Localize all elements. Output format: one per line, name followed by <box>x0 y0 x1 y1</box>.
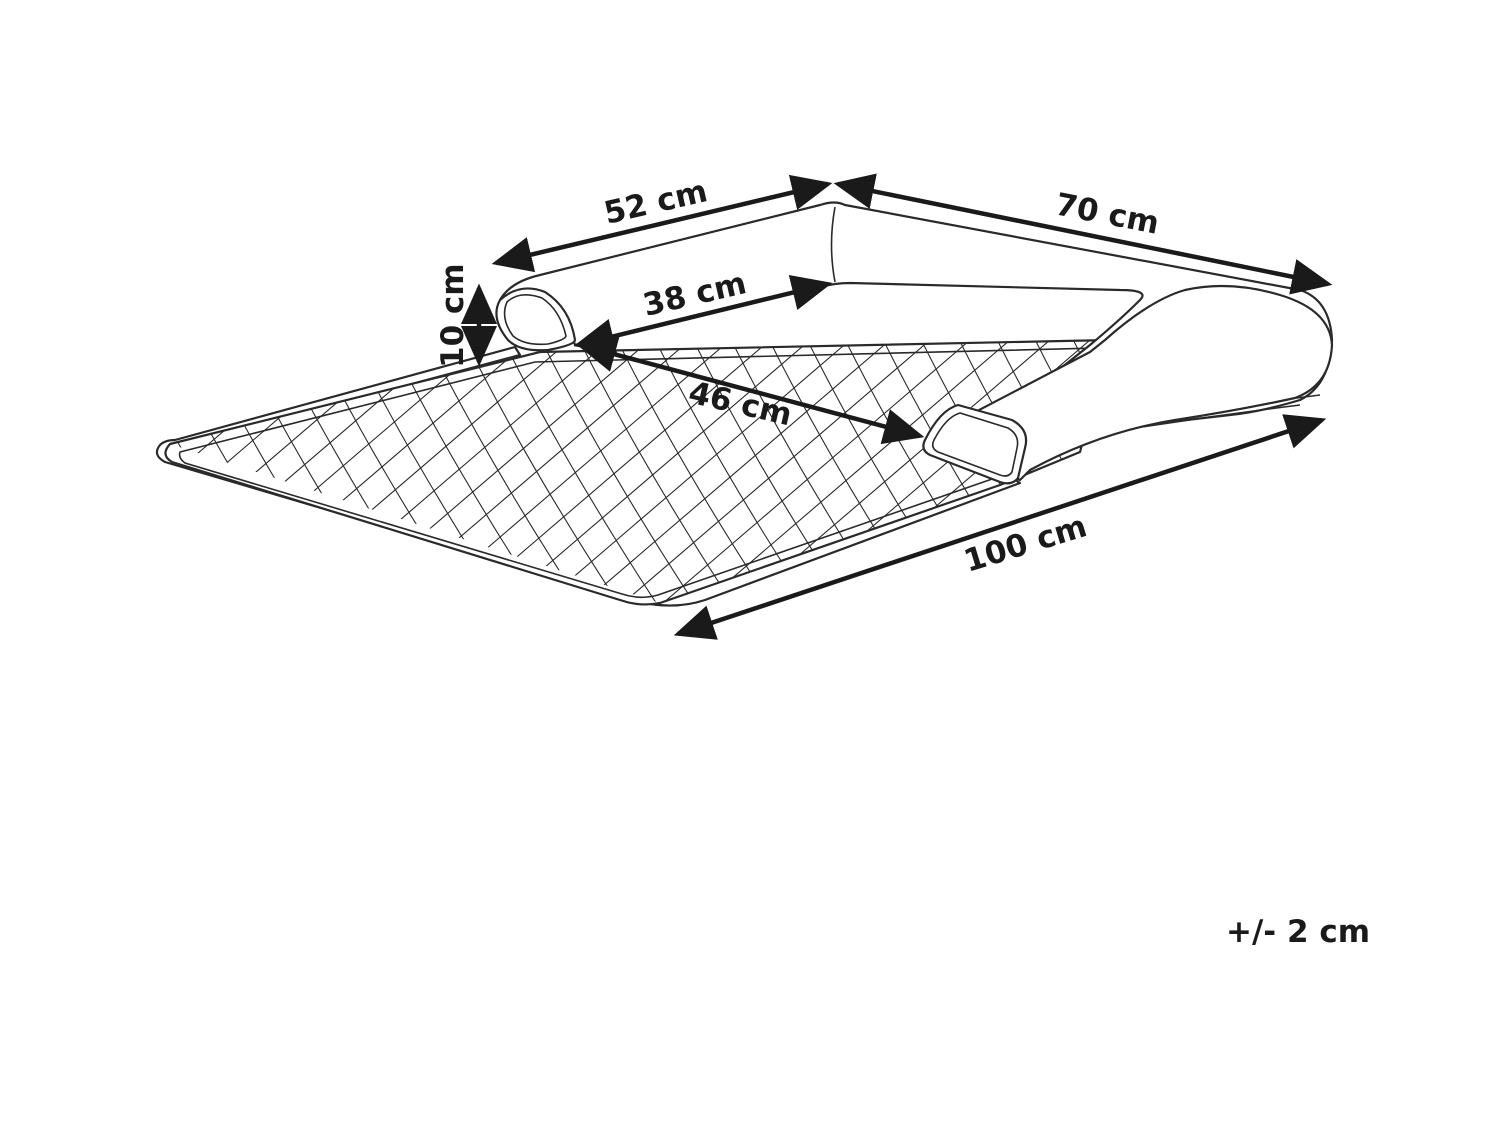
arrow-100cm <box>673 414 1327 640</box>
dimension-arrows <box>461 173 1333 640</box>
quilt-line <box>0 300 142 630</box>
tolerance-note: +/- 2 cm <box>1226 914 1370 950</box>
quilt-line <box>0 280 120 640</box>
quilt-line <box>170 340 181 603</box>
quilt-line <box>0 300 66 630</box>
bolster-left-end <box>495 287 577 352</box>
quilt-line <box>0 280 160 640</box>
quilt-line <box>0 300 28 630</box>
arrow-38cm <box>573 275 833 354</box>
arrow-70cm <box>833 173 1333 295</box>
quilt-line <box>0 300 104 630</box>
label-70cm: 70 cm <box>1052 187 1162 242</box>
arrow-52cm <box>491 174 833 273</box>
label-10cm: 10 cm <box>435 263 471 368</box>
